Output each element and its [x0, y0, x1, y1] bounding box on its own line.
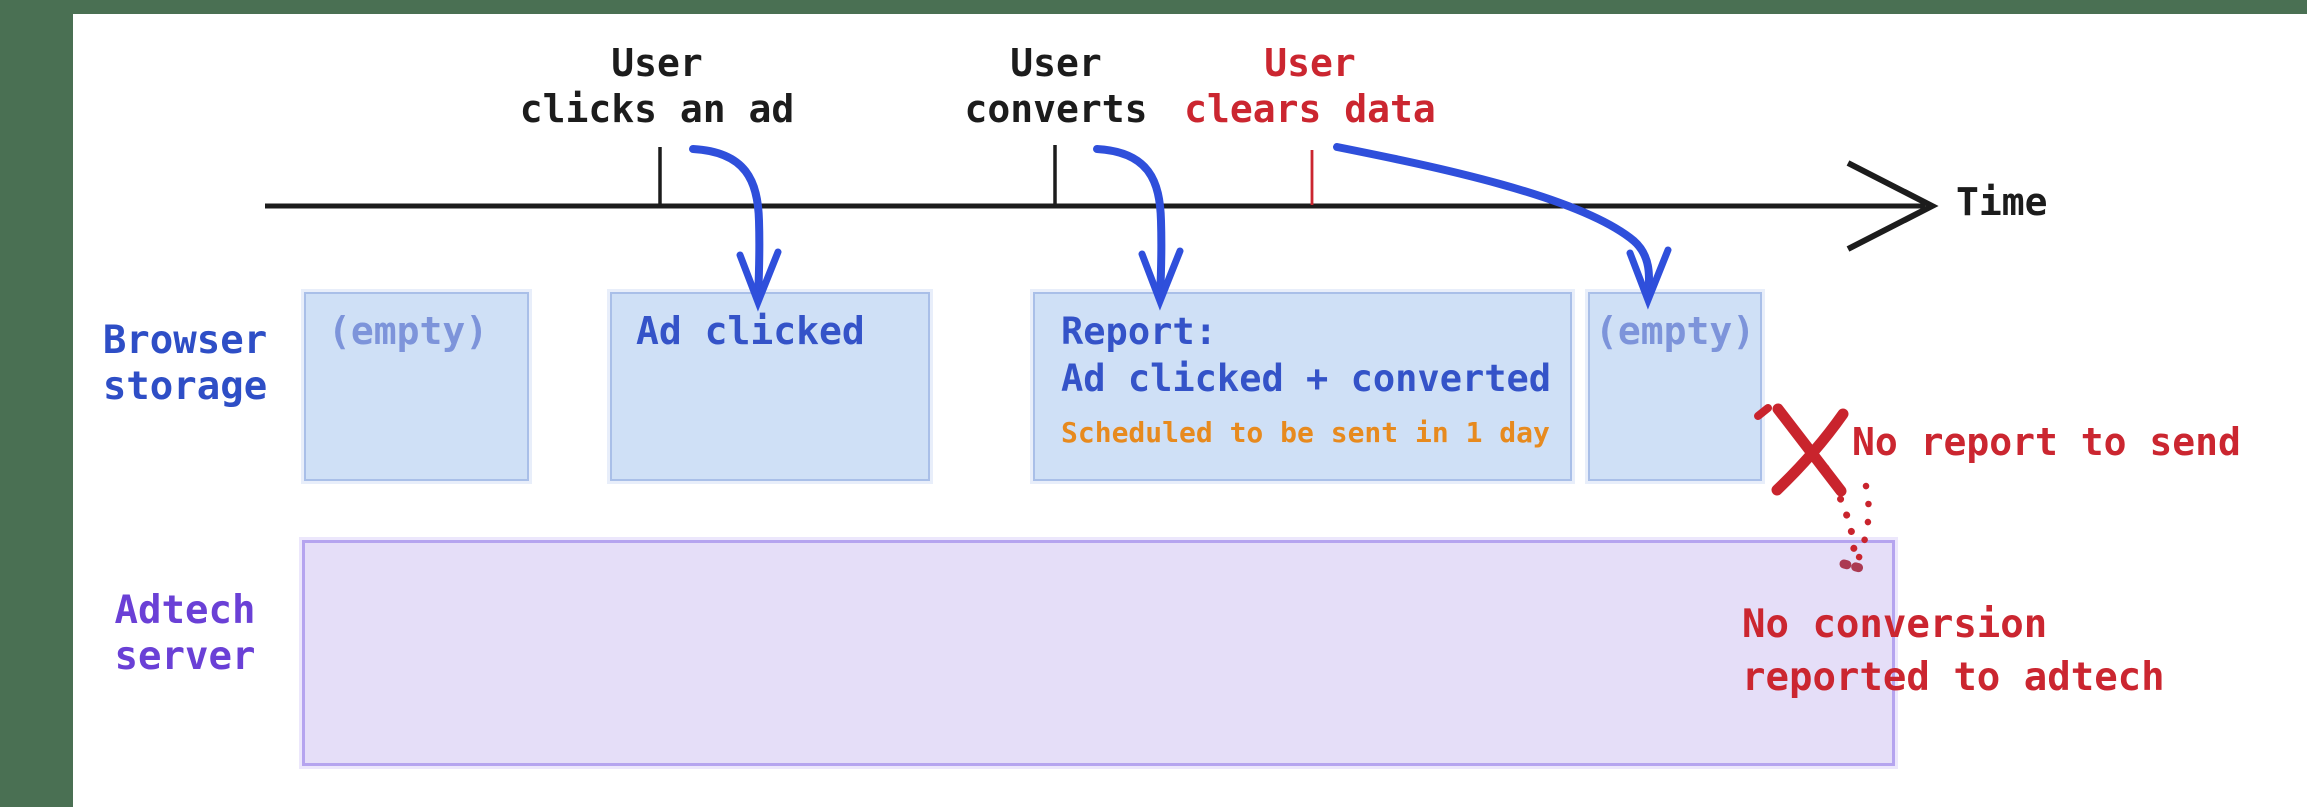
event-label-user-clicks-ad: User clicks an ad: [487, 40, 827, 132]
event-label-line: User: [1010, 41, 1102, 85]
browser-storage-label: Browser storage: [80, 318, 290, 410]
storage-box-text: Ad clicked: [636, 309, 865, 353]
blue-curved-arrow-1-icon: [689, 145, 764, 302]
row-label-line: server: [114, 634, 256, 679]
storage-box-text: (empty): [1595, 309, 1756, 353]
row-label-line: storage: [102, 364, 268, 409]
frame-left-border: [0, 0, 73, 807]
red-x-stroke-2-icon: [1771, 408, 1849, 496]
event-label-line: User: [611, 41, 703, 85]
row-label-line: Browser: [102, 318, 268, 363]
red-x-stroke-1-icon: [1772, 403, 1847, 497]
blue-curved-arrow-3-icon: [1333, 143, 1654, 301]
no-conversion-line: reported to adtech: [1742, 655, 2165, 700]
storage-box-report: Report: Ad clicked + converted Scheduled…: [1033, 292, 1572, 481]
red-x-group: [1754, 403, 1849, 497]
time-axis-label: Time: [1956, 180, 2048, 224]
no-conversion-line: No conversion: [1742, 602, 2048, 647]
frame-top-border: [0, 0, 2307, 14]
event-label-user-converts: User converts: [886, 40, 1226, 132]
no-report-annotation: No report to send: [1852, 420, 2241, 464]
adtech-server-label: Adtech server: [80, 588, 290, 680]
event-label-line: clears data: [1184, 87, 1436, 131]
storage-box-empty-before-click: (empty): [304, 292, 529, 481]
row-label-line: Adtech: [114, 588, 256, 633]
event-label-user-clears-data: User clears data: [1140, 40, 1480, 132]
event-label-line: converts: [964, 87, 1148, 131]
timeline-arrowhead-icon: [1846, 160, 1939, 252]
blue-arrows-group: [689, 143, 1672, 312]
blue-curved-arrow-2-icon: [1093, 145, 1166, 301]
storage-box-empty-after-clear: (empty): [1588, 292, 1762, 481]
storage-box-ad-clicked: Ad clicked: [610, 292, 930, 481]
storage-box-schedule-note: Scheduled to be sent in 1 day: [1061, 416, 1550, 449]
storage-box-text: Ad clicked + converted: [1061, 357, 1552, 400]
adtech-server-box: [302, 540, 1895, 766]
no-conversion-annotation: No conversion reported to adtech: [1742, 598, 2165, 704]
event-label-line: User: [1264, 41, 1356, 85]
storage-box-text: Report:: [1061, 310, 1217, 353]
storage-box-text: (empty): [328, 309, 489, 353]
event-label-line: clicks an ad: [519, 87, 795, 131]
